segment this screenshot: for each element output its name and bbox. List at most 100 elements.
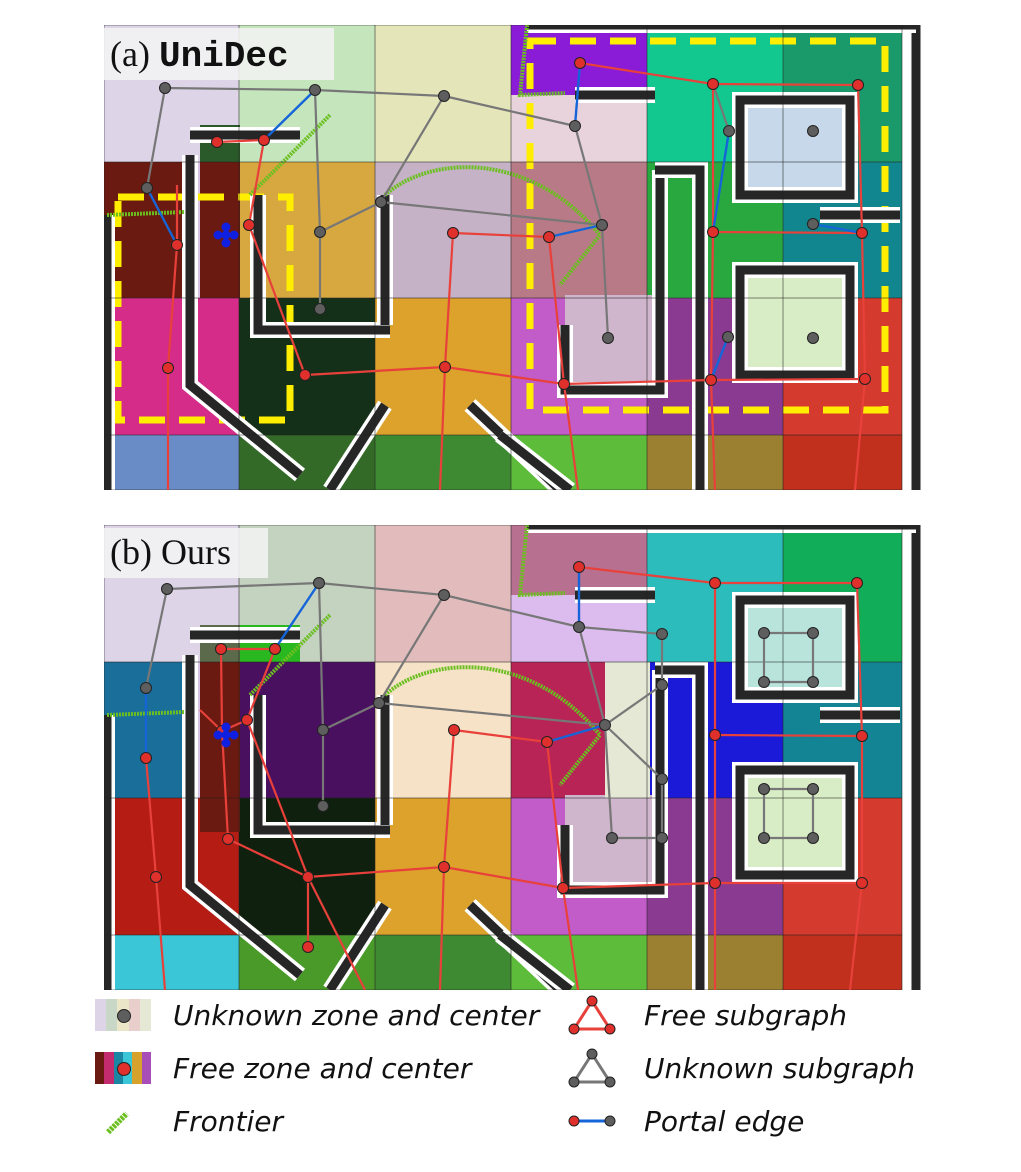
unknown-center-icon — [117, 1009, 131, 1023]
frontier — [517, 25, 566, 98]
unknown-center-node — [314, 226, 326, 238]
unknown-center-node — [438, 90, 450, 102]
legend-free-zone: Free zone and center — [95, 1048, 471, 1088]
free-subgraph-edge — [444, 365, 565, 386]
free-center-node — [140, 752, 152, 764]
free-subgraph-edge — [442, 729, 456, 868]
unknown-zone — [740, 100, 850, 195]
unknown-center-node — [140, 682, 152, 694]
unknown-center-node — [309, 84, 321, 96]
legend-frontier-label: Frontier — [173, 1104, 283, 1138]
map-layer — [104, 525, 922, 990]
robot-dot — [221, 222, 231, 232]
portal-edge — [263, 89, 316, 141]
free-center-node — [302, 941, 314, 953]
free-subgraph-edge — [304, 365, 446, 377]
unknown-subgraph-edge — [577, 626, 607, 726]
unknown-center-node — [722, 331, 734, 343]
robot-dot — [221, 238, 231, 248]
robot-dot — [221, 722, 231, 732]
panel-b-label-prefix: (b) — [110, 532, 161, 572]
free-center-node — [150, 871, 162, 883]
robot-dot — [213, 730, 223, 740]
unknown-center-node — [807, 627, 819, 639]
unknown-subgraph-edge — [317, 582, 325, 731]
free-subgraph-edge — [710, 377, 866, 382]
unknown-subgraph-edge — [378, 701, 606, 727]
legend-frontier: Frontier — [95, 1101, 283, 1141]
unknown-subgraph-edge — [443, 593, 580, 629]
robot-dot — [213, 230, 223, 240]
free-center-node — [439, 361, 451, 373]
unknown-center-node — [807, 125, 819, 137]
wall — [185, 155, 303, 479]
panel-a-label-prefix: (a) — [110, 34, 159, 74]
unknown-subgraph-edge — [313, 89, 322, 233]
unknown-subgraph-icon — [568, 1048, 616, 1088]
free-subgraph-edge — [848, 882, 864, 990]
wall — [560, 170, 665, 395]
free-zone — [270, 825, 375, 935]
free-subgraph-edge — [563, 378, 712, 386]
free-subgraph-edge — [245, 719, 310, 878]
free-subgraph-edge — [443, 232, 455, 368]
zone-cell — [104, 435, 239, 490]
frontier — [383, 665, 603, 787]
legend-unknown-subgraph-label: Unknown subgraph — [644, 1051, 915, 1085]
free-subgraph-edge — [578, 565, 716, 585]
free-center-node — [243, 219, 255, 231]
free-subgraph-edge — [452, 231, 550, 239]
wall — [735, 765, 855, 880]
swatch-band — [95, 1052, 105, 1084]
free-subgraph-edge — [453, 728, 548, 744]
unknown-center-node — [159, 82, 171, 94]
free-subgraph-edge — [245, 648, 277, 721]
free-subgraph-edge — [712, 230, 863, 235]
free-subgraph-edge — [247, 139, 266, 226]
free-subgraph-edge — [547, 236, 566, 385]
panel-unidec — [104, 25, 922, 490]
highlight-box-left — [114, 193, 294, 424]
portal-edge — [546, 723, 606, 744]
unknown-center-node — [807, 332, 819, 344]
unknown-center-node — [723, 125, 735, 137]
free-center-node — [573, 561, 585, 573]
unknown-center-node — [161, 583, 173, 595]
free-center-node — [171, 239, 183, 251]
robot-marker — [213, 222, 239, 248]
unknown-subgraph-edge — [145, 87, 167, 189]
unknown-subgraph-edge — [600, 224, 610, 339]
wall — [655, 165, 705, 490]
free-center-node — [709, 729, 721, 741]
free-center-node — [856, 730, 868, 742]
free-subgraph-edge — [216, 138, 265, 144]
free-center-node — [241, 714, 253, 726]
free-center-node — [709, 877, 721, 889]
unknown-center-node — [375, 196, 387, 208]
unknown-center-node — [656, 628, 668, 640]
legend-free-zone-label: Free zone and center — [173, 1051, 472, 1085]
zone-cell — [375, 162, 511, 298]
portal-edge — [709, 336, 730, 381]
zone-graph-figure: (a) UniDec (b) Ours — [104, 25, 922, 990]
free-center-node — [557, 882, 569, 894]
free-zone — [200, 662, 240, 832]
free-center-node — [162, 362, 174, 374]
unknown-center-node — [758, 832, 770, 844]
legend: Unknown zone and center Free zone and ce… — [0, 990, 1021, 1172]
unknown-center-node — [758, 783, 770, 795]
svg-text:(b) Ours: (b) Ours — [110, 532, 231, 572]
portal-edge — [548, 223, 603, 239]
unknown-subgraph-edge — [603, 724, 614, 839]
free-center-node — [302, 871, 314, 883]
unknown-zone-swatch — [95, 999, 152, 1031]
free-center-node — [543, 231, 555, 243]
free-center-node — [558, 378, 570, 390]
unknown-center-node — [141, 182, 153, 194]
swatch-band — [106, 999, 118, 1031]
free-center-node — [269, 643, 281, 655]
wall — [735, 95, 855, 200]
free-center-node — [574, 57, 586, 69]
highlight-box-right — [526, 37, 889, 414]
unknown-center-node — [599, 719, 611, 731]
